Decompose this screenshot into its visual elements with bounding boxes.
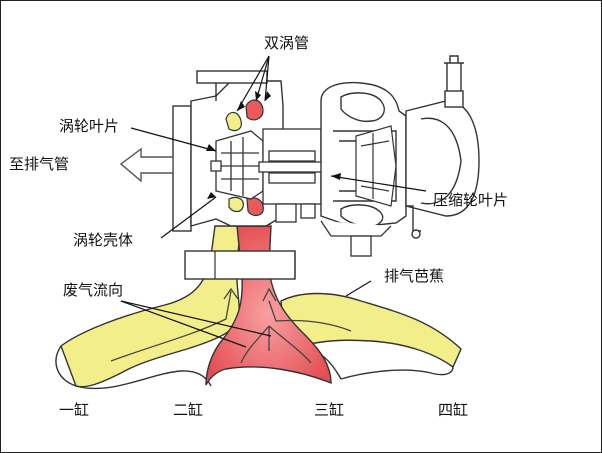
- label-turbine-blade: 涡轮叶片: [59, 117, 120, 135]
- label-turbine-housing: 涡轮壳体: [73, 231, 134, 249]
- label-to-exhaust-pipe: 至排气管: [9, 155, 70, 173]
- label-twin-scroll: 双涡管: [264, 34, 310, 52]
- compressor-wheel: [355, 125, 397, 207]
- scroll-red-bottom: [246, 197, 264, 217]
- scroll-yellow-top: [225, 111, 242, 132]
- label-cylinder-4: 四缸: [438, 401, 469, 419]
- scroll-yellow-bottom: [228, 196, 244, 213]
- label-cylinder-2: 二缸: [173, 401, 204, 419]
- manifold-flange: [184, 250, 296, 280]
- flow-arrows: [110, 287, 352, 364]
- label-cylinder-3: 三缸: [314, 401, 345, 419]
- turbine-wheel: [210, 130, 264, 200]
- label-compressor-blade: 压缩轮叶片: [433, 191, 509, 209]
- label-exhaust-manifold: 排气芭蕉: [384, 267, 445, 285]
- exhaust-manifold-right: [280, 292, 462, 369]
- exhaust-outlet-arrow: [119, 147, 174, 183]
- scroll-red-top: [245, 99, 264, 121]
- wastegate-link: [320, 220, 392, 257]
- leader-arrowheads: [206, 91, 341, 199]
- wastegate-actuator: [405, 55, 480, 239]
- leader-lines: [120, 55, 427, 348]
- label-exhaust-flow: 废气流向: [63, 281, 124, 299]
- label-cylinder-1: 一缸: [59, 401, 90, 419]
